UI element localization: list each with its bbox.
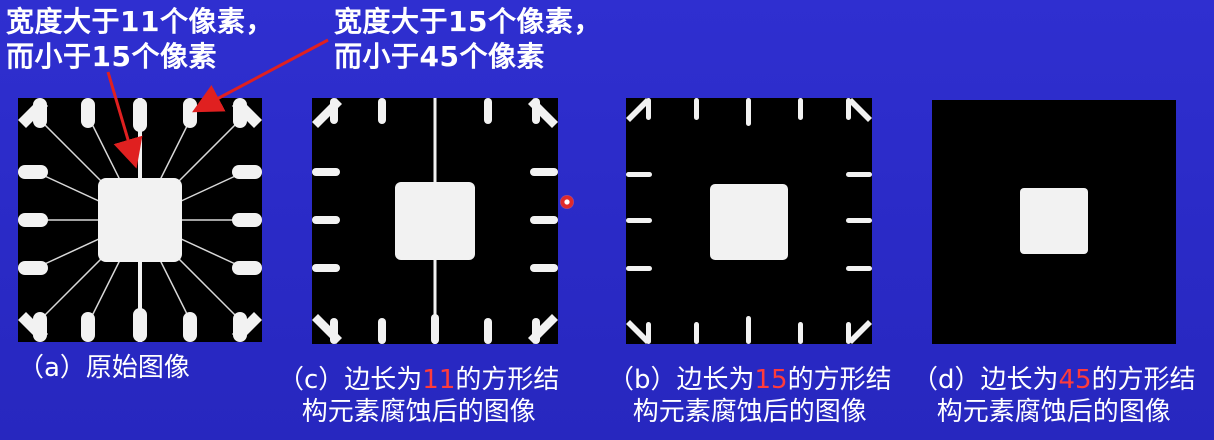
annotation-line: 宽度大于15个像素， <box>334 5 602 38</box>
caption-line: （c）边长为11的方形结 <box>278 365 560 395</box>
panel-b-erosion-15 <box>626 98 872 344</box>
caption-panel-a: （a）原始图像 <box>18 352 190 384</box>
caption-line: 构元素腐蚀后的图像 <box>301 397 536 427</box>
eroded-image-45 <box>932 100 1176 344</box>
eroded-image-15 <box>626 98 872 344</box>
eroded-image-11 <box>312 98 558 344</box>
caption-panel-b: （b）边长为15的方形结 构元素腐蚀后的图像 <box>608 364 892 428</box>
caption-panel-c: （c）边长为11的方形结 构元素腐蚀后的图像 <box>278 364 559 428</box>
annotation-line: 而小于45个像素 <box>334 40 545 73</box>
caption-line: （d）边长为45的方形结 <box>912 365 1196 395</box>
caption-text: （a）原始图像 <box>18 353 190 383</box>
original-image <box>18 98 262 342</box>
annotation-width-15-45: 宽度大于15个像素， 而小于45个像素 <box>334 4 602 74</box>
laser-pointer-icon <box>560 195 574 209</box>
caption-panel-d: （d）边长为45的方形结 构元素腐蚀后的图像 <box>912 364 1196 428</box>
caption-line: 构元素腐蚀后的图像 <box>936 397 1171 427</box>
panel-c-erosion-11 <box>312 98 558 344</box>
caption-line: 构元素腐蚀后的图像 <box>632 397 867 427</box>
panel-d-erosion-45 <box>932 100 1176 344</box>
annotation-line: 而小于15个像素 <box>6 40 217 73</box>
panel-a-original-image <box>18 98 262 342</box>
caption-line: （b）边长为15的方形结 <box>608 365 892 395</box>
annotation-line: 宽度大于11个像素， <box>6 5 274 38</box>
annotation-width-11-15: 宽度大于11个像素， 而小于15个像素 <box>6 4 274 74</box>
